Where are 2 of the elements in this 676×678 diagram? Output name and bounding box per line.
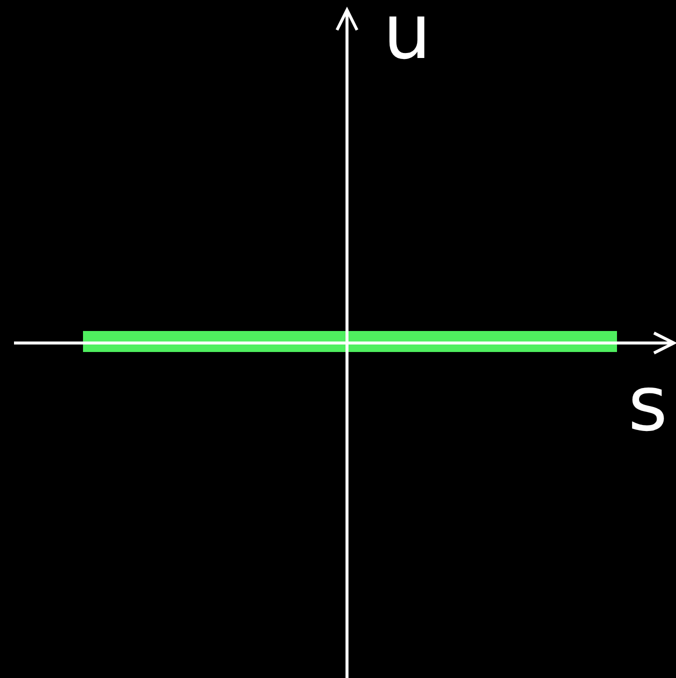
axis-label: s (628, 366, 668, 442)
axis-label: u (383, 0, 432, 70)
